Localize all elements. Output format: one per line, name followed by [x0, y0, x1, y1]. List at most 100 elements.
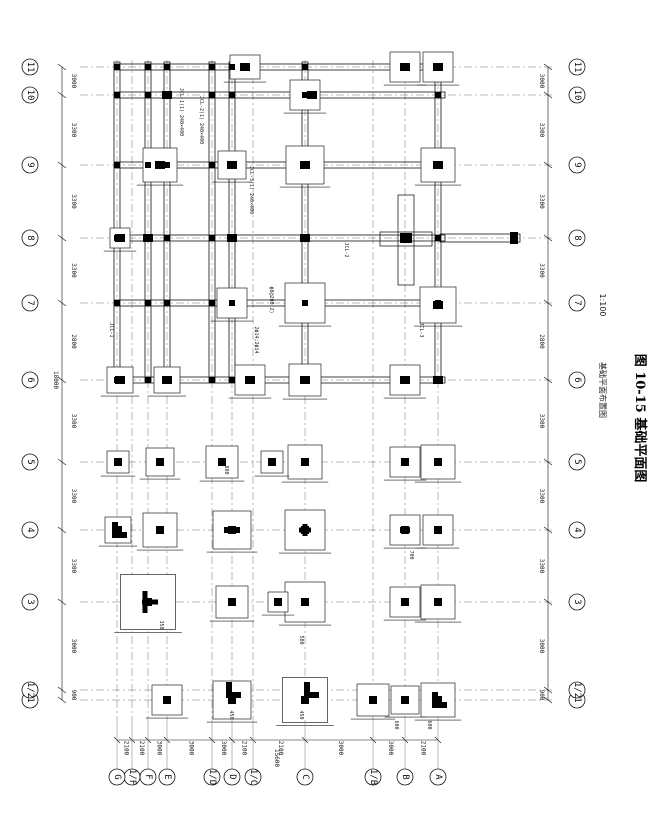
- dim-text: 2100: [277, 741, 284, 756]
- column: [209, 64, 215, 70]
- axis-label-col: B: [400, 774, 410, 779]
- column: [437, 702, 447, 708]
- figure-subtitle: 基础平面布置图: [598, 362, 608, 418]
- dim-text: 3000: [538, 74, 545, 89]
- axis-label-row: 10: [25, 90, 35, 101]
- axis-label-row: 1: [25, 697, 35, 702]
- column: [302, 64, 308, 70]
- dim-tick: [543, 458, 553, 466]
- dim-text: 2100: [241, 741, 248, 756]
- strip-footing: [379, 231, 433, 247]
- axis-bubble-row: [568, 593, 586, 611]
- axis-bubble-row: [21, 58, 39, 76]
- axis-bubble-row: [568, 453, 586, 471]
- axis-label-row: 11: [572, 62, 582, 73]
- column: [302, 300, 308, 306]
- axis-label-col: 1/C: [248, 769, 258, 785]
- dim-text: 3300: [70, 194, 77, 209]
- axis-bubble-row: [21, 453, 39, 471]
- column: [117, 532, 127, 538]
- axis-bubble-row: [568, 681, 586, 699]
- dim-text: 3300: [538, 194, 545, 209]
- dim-tick: [543, 696, 553, 704]
- column: [401, 696, 409, 704]
- dim-tick: [57, 696, 67, 704]
- dim-tick: [543, 91, 553, 99]
- column: [145, 377, 151, 383]
- column: [401, 458, 409, 466]
- column: [209, 235, 215, 241]
- axis-label-row: 11: [25, 62, 35, 73]
- column: [300, 161, 310, 169]
- dim-text: 3000: [188, 741, 195, 756]
- column: [274, 598, 282, 606]
- column: [268, 458, 276, 466]
- column: [301, 696, 309, 704]
- column: [240, 63, 250, 71]
- footing-dim-text: 600: [426, 720, 432, 729]
- dim-text: 2800: [538, 334, 545, 349]
- column: [369, 696, 377, 704]
- column: [209, 92, 215, 98]
- column: [115, 376, 125, 384]
- figure-caption: 图 10-15 基础平面图: [632, 354, 648, 483]
- column: [226, 682, 232, 698]
- column: [231, 692, 241, 698]
- column: [115, 234, 125, 242]
- beam-annotation: JCL-2(1) 240×400: [198, 96, 204, 144]
- column: [401, 598, 409, 606]
- dim-tick: [543, 376, 553, 384]
- dim-tick: [57, 526, 67, 534]
- axis-label-row: 3: [572, 599, 582, 604]
- dim-text: 2100: [420, 741, 427, 756]
- column: [229, 300, 235, 306]
- dim-text: 3300: [538, 263, 545, 278]
- footing-dim-text: 450: [228, 710, 234, 719]
- axis-label-row: 7: [25, 300, 35, 305]
- column: [304, 682, 310, 698]
- column: [435, 235, 441, 241]
- column: [156, 526, 164, 534]
- column: [228, 598, 236, 606]
- axis-label-row: 6: [25, 377, 35, 382]
- axis-label-row: 8: [572, 235, 582, 240]
- axis-label-row: 8: [25, 235, 35, 240]
- axis-bubble-row: [21, 593, 39, 611]
- dim-tick: [57, 376, 67, 384]
- column: [400, 376, 410, 384]
- column: [209, 377, 215, 383]
- dim-text: 3300: [70, 123, 77, 138]
- column: [209, 162, 215, 168]
- axis-label-col: 1/D: [207, 769, 217, 785]
- column: [145, 162, 151, 168]
- column: [114, 300, 120, 306]
- column: [300, 376, 310, 384]
- dim-tick: [543, 161, 553, 169]
- axis-label-row: 4: [572, 527, 582, 532]
- axis-label-col: G: [112, 774, 122, 779]
- dim-text: 3300: [538, 559, 545, 574]
- axis-bubble-row: [21, 156, 39, 174]
- axis-label-row: 9: [25, 162, 35, 167]
- dim-tick: [57, 299, 67, 307]
- column: [400, 63, 410, 71]
- column: [218, 458, 226, 466]
- dim-text: 2100: [138, 741, 145, 756]
- dim-text: 3000: [387, 741, 394, 756]
- strip-footing: [397, 194, 415, 286]
- axis-label-col: A: [433, 774, 443, 780]
- column: [434, 598, 442, 606]
- dim-text: 3000: [70, 639, 77, 654]
- column: [209, 300, 215, 306]
- dim-tick: [543, 598, 553, 606]
- axis-label-row: 3: [25, 599, 35, 604]
- dim-text: 3300: [538, 414, 545, 429]
- column: [245, 376, 255, 384]
- column: [145, 300, 151, 306]
- axis-label-col: 1/F: [127, 769, 137, 785]
- column: [301, 458, 309, 466]
- dim-tick: [543, 299, 553, 307]
